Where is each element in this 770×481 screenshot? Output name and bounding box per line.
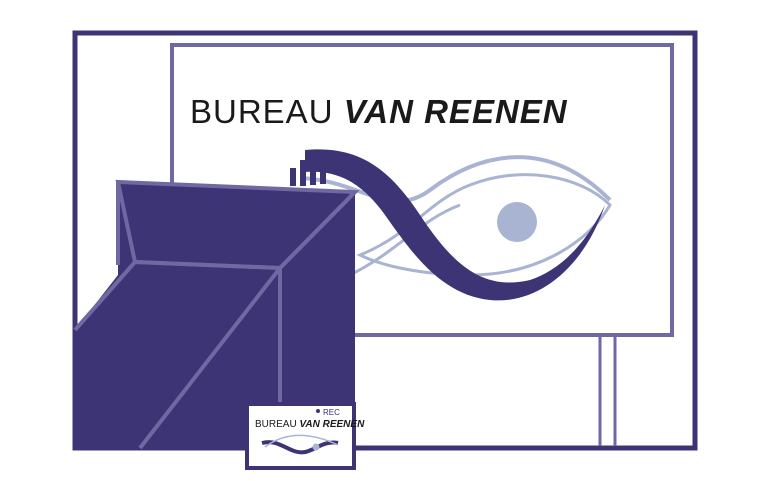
card-logo-text: BUREAU VAN REENEN — [255, 419, 364, 430]
logo-word-light: BUREAU — [190, 93, 334, 130]
eye-logo-icon — [290, 149, 612, 301]
card-word-light: BUREAU — [255, 419, 297, 430]
box-illustration — [73, 179, 360, 450]
sign-logo-text: BUREAU VAN REENEN — [190, 93, 630, 131]
business-card — [245, 402, 356, 470]
card-rec-label: REC — [323, 408, 340, 417]
card-word-bold: VAN REENEN — [299, 419, 365, 430]
logo-word-bold: VAN REENEN — [343, 93, 568, 130]
outer-frame — [72, 30, 698, 451]
